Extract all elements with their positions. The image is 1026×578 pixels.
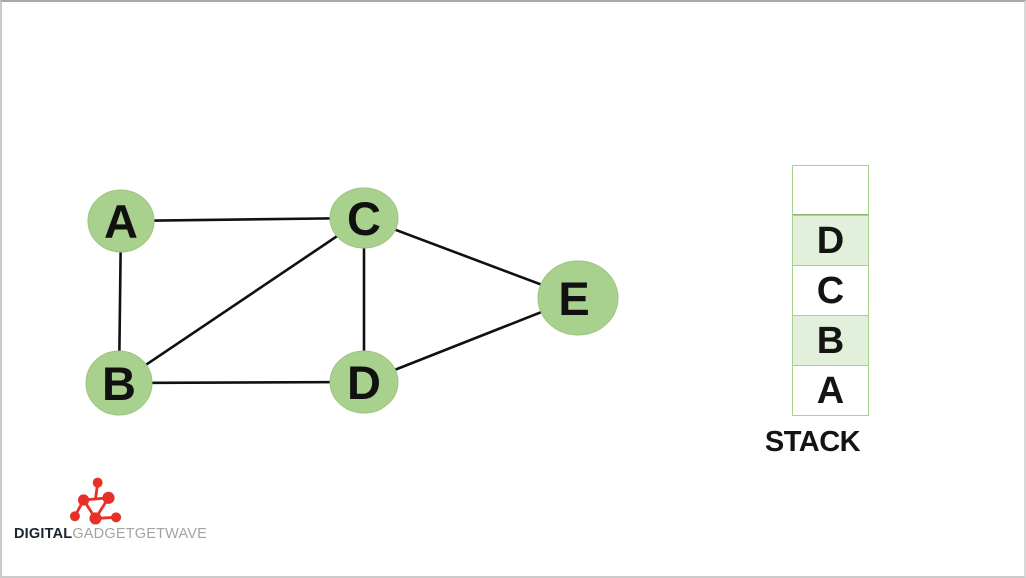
stack-diagram: D C B A bbox=[792, 165, 869, 416]
edge-a-c bbox=[119, 216, 366, 223]
node-b-label: B bbox=[102, 357, 136, 410]
graph-node-d: D bbox=[329, 350, 399, 414]
edge-b-c bbox=[117, 216, 366, 385]
stack-caption: STACK bbox=[764, 426, 861, 458]
brand-wordmark-light: GADGETGETWAVE bbox=[72, 526, 208, 542]
graph-node-e: E bbox=[537, 260, 619, 336]
brand-wordmark: DIGITALGADGETGETWAVE bbox=[14, 526, 207, 542]
graph-node-c: C bbox=[329, 187, 399, 249]
stack-cell-d: D bbox=[792, 215, 869, 266]
stack-cell-empty bbox=[792, 165, 869, 216]
brand-molecule-icon bbox=[69, 477, 122, 525]
node-c-label: C bbox=[347, 192, 381, 245]
stack-cell-c: C bbox=[792, 265, 869, 316]
node-d-label: D bbox=[347, 356, 381, 409]
node-c-circle bbox=[329, 187, 399, 249]
graph-node-b: B bbox=[85, 350, 153, 416]
node-a-circle bbox=[87, 189, 155, 253]
node-e-circle bbox=[537, 260, 619, 336]
node-e-label: E bbox=[558, 272, 589, 325]
node-d-circle bbox=[329, 350, 399, 414]
node-b-circle bbox=[85, 350, 153, 416]
stack-cell-a: A bbox=[792, 365, 869, 416]
stack-cell-b: B bbox=[792, 315, 869, 366]
brand-wordmark-bold: DIGITAL bbox=[14, 526, 73, 542]
graph-node-a: A bbox=[87, 189, 155, 253]
edge-b-d bbox=[117, 380, 366, 385]
node-a-label: A bbox=[104, 195, 138, 248]
